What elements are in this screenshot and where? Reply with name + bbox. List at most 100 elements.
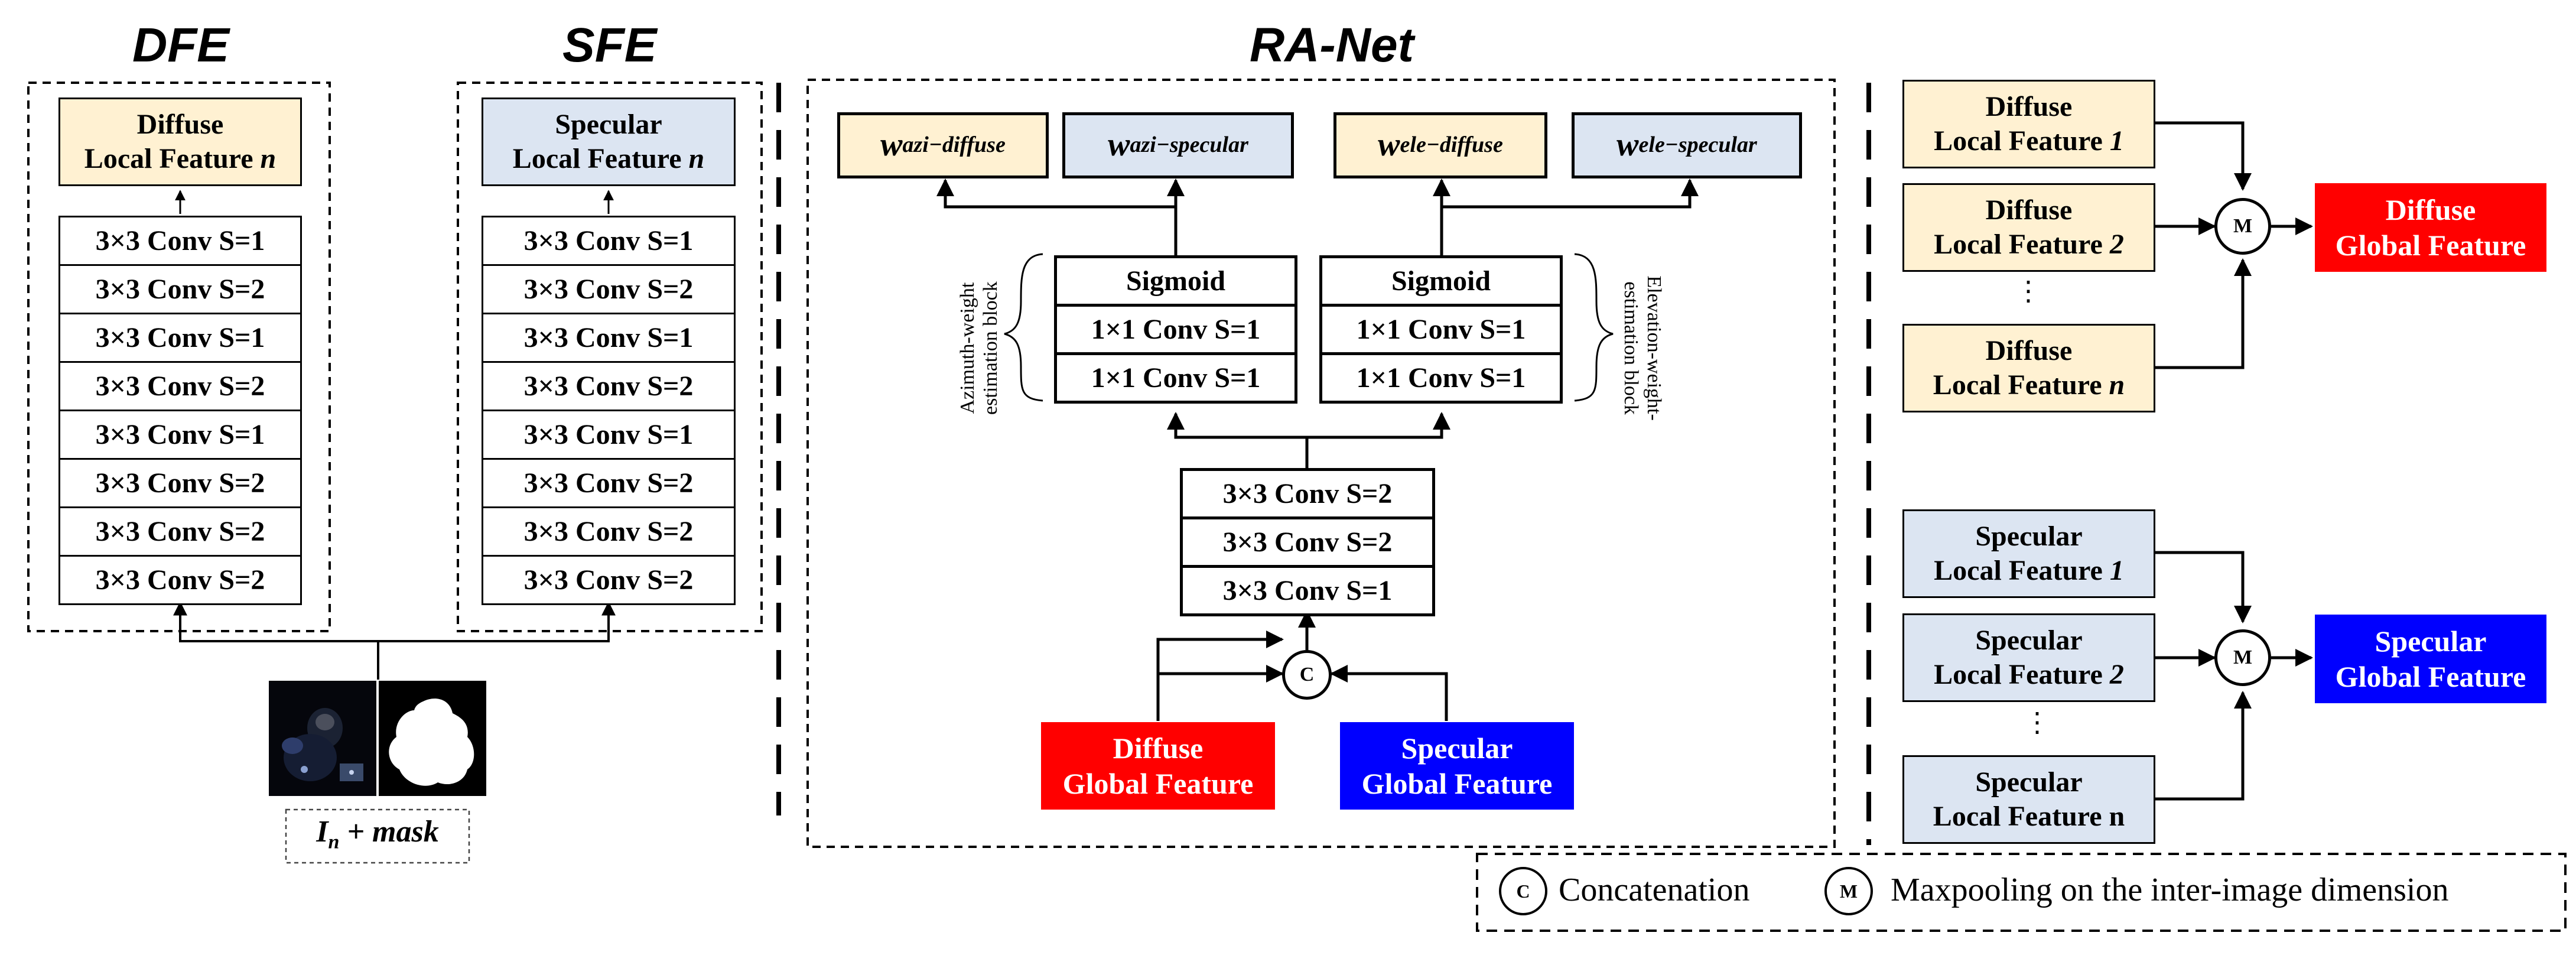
left-brace [1004,253,1043,402]
red-line1: Diffuse [2385,193,2476,226]
feature-line1: Specular [1975,625,2083,657]
ranet-diffuse-global-feature: Diffuse Global Feature [1041,722,1275,810]
feature-line2: Local Feature [1934,555,2110,586]
dfe-conv-layer: 3×3 Conv S=1 [58,410,302,460]
sfe-conv-layer: 3×3 Conv S=2 [482,506,736,557]
legend-maxpool-symbol: M [1824,867,1873,915]
sfe-conv-layer: 3×3 Conv S=1 [482,410,736,460]
ranet-layer: 1×1 Conv S=1 [1319,304,1563,355]
weight-subscript: ele−specular [1638,132,1757,158]
elevation-label-line2: estimation block [1620,281,1642,415]
dfe-conv-layer: 3×3 Conv S=2 [58,506,302,557]
red-line1: Diffuse [1113,732,1204,765]
feature-index: 1 [2109,125,2124,157]
feature-line1: Diffuse [136,109,224,141]
red-line2: Global Feature [1062,767,1254,800]
feature-index: n [2109,369,2125,401]
dfe-conv-layer: 3×3 Conv S=2 [58,458,302,508]
feature-line2: Local Feature n [1933,801,2125,832]
legend-concat-symbol: C [1499,867,1547,915]
ranet-layer: 1×1 Conv S=1 [1054,352,1297,404]
ranet-layer: Sigmoid [1319,255,1563,307]
feature-line2: Local Feature [84,143,261,174]
input-label: In + mask [286,814,469,853]
legend-maxpool-label: Maxpooling on the inter-image dimension [1891,872,2449,908]
ranet-layer: 3×3 Conv S=2 [1180,516,1435,568]
dfe-conv-layer: 3×3 Conv S=1 [58,313,302,363]
feature-line2: Local Feature [1934,229,2110,260]
weight-symbol: w [1378,126,1400,164]
feature-line2: Local Feature [1934,659,2110,690]
legend-m-text: M [1839,880,1858,902]
dfe-diffuse-local-feature-n: Diffuse Local Feature n [58,98,302,186]
dfe-conv-layer: 3×3 Conv S=1 [58,216,302,266]
input-label-box [285,808,470,864]
elevation-label-line1: Elevation-weight- [1643,275,1666,421]
feature-line2: Local Feature [512,143,689,174]
feature-line1: Diffuse [1985,335,2073,367]
input-label-i: I [316,815,328,849]
ranet-title: RA-Net [1250,18,1414,72]
weight-subscript: azi−diffuse [902,132,1006,158]
specular-ellipsis: ⋮ [2024,707,2051,737]
weight-subscript: ele−diffuse [1400,132,1503,158]
dfe-conv-layer: 3×3 Conv S=2 [58,555,302,605]
sfe-conv-layer: 3×3 Conv S=1 [482,313,736,363]
sfe-title: SFE [562,18,657,72]
feature-index: n [688,143,705,174]
ranet-layer: Sigmoid [1054,255,1297,307]
feature-line1: Specular [1975,766,2083,798]
elevation-label: Elevation-weight- estimation block [1619,233,1666,463]
azimuth-label-line2: estimation block [980,281,1001,415]
input-label-rest: + mask [339,815,439,849]
ranet-layer: 1×1 Conv S=1 [1054,304,1297,355]
sfe-conv-layer: 3×3 Conv S=1 [482,216,736,266]
feature-line1: Diffuse [1985,91,2073,123]
dfe-conv-layer: 3×3 Conv S=2 [58,361,302,411]
dfe-conv-layer: 3×3 Conv S=2 [58,264,302,314]
weight-symbol: w [880,126,903,164]
red-line2: Global Feature [2335,229,2526,262]
legend-concat-label: Concatenation [1559,872,1750,908]
maxpool-symbol-text: M [2233,215,2253,237]
ranet-layer: 3×3 Conv S=1 [1180,565,1435,616]
feature-index: 2 [2109,229,2124,260]
ranet-layer: 1×1 Conv S=1 [1319,352,1563,404]
sfe-conv-layer: 3×3 Conv S=2 [482,361,736,411]
sfe-specular-local-feature-n: Specular Local Feature n [482,98,736,186]
blue-line1: Specular [2375,625,2487,658]
concat-symbol: C [1282,650,1332,700]
mask-image [379,681,486,796]
input-image [269,681,376,796]
weight-symbol: w [1616,126,1639,164]
input-label-sub: n [328,831,340,853]
input-split-line [173,601,379,680]
feature-line1: Specular [555,109,662,141]
specular-global-feature-output: Specular Global Feature [2315,615,2546,703]
feature-line2: Local Feature [1934,125,2110,157]
maxpool-symbol-text: M [2233,646,2253,668]
diffuse-ellipsis: ⋮ [2015,276,2042,306]
specular-maxpool-symbol: M [2214,629,2271,686]
azimuth-label: Azimuth-weight estimation block [956,233,1002,463]
blue-line2: Global Feature [2335,660,2526,693]
diffuse-maxpool-symbol: M [2214,198,2271,255]
ranet-layer: 3×3 Conv S=2 [1180,468,1435,519]
feature-line2: Local Feature [1933,369,2109,401]
blue-line2: Global Feature [1361,767,1553,800]
dfe-title: DFE [132,18,229,72]
azimuth-label-line1: Azimuth-weight [956,282,978,414]
feature-index: n [260,143,277,174]
